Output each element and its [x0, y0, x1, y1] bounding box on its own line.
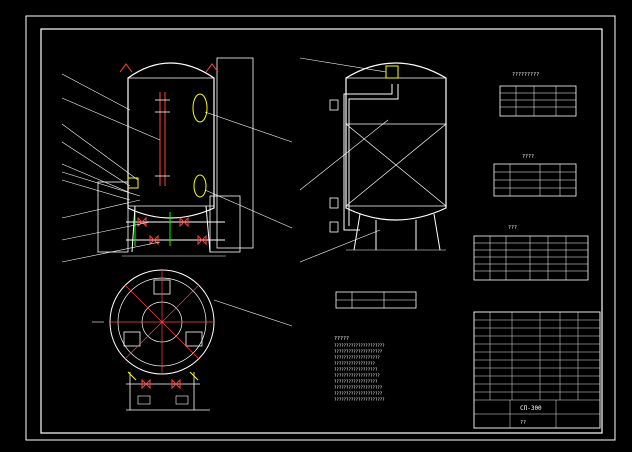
table-heading: ????????? [512, 72, 539, 78]
front-elevation-view [61, 57, 293, 263]
title-block-section: ?? [520, 420, 526, 426]
note-line: ???????????????????? [334, 391, 383, 396]
note-line: ????????????????? [334, 361, 376, 366]
note-line: ???????????????????? [334, 349, 383, 354]
title-block: СП-300 ?? [473, 311, 601, 429]
drawing-frame [25, 15, 616, 441]
table-heading: ???? [522, 154, 534, 160]
plan-view [92, 269, 293, 411]
technical-notes: ????? ????????????????????? ????????????… [334, 336, 385, 402]
nozzle-table-2: ???? [493, 154, 577, 197]
legend-table [335, 291, 417, 309]
note-line: ????????????????????? [334, 397, 385, 402]
parts-list-table: ??? [473, 225, 589, 281]
note-heading: ????? [334, 336, 349, 342]
note-line: ????????????????????? [334, 343, 385, 348]
parts-heading: ??? [508, 225, 517, 231]
note-line: ??????????????????? [334, 355, 380, 360]
note-line: ?????????????????? [334, 367, 378, 372]
nozzle-table-1: ????????? [499, 72, 577, 117]
note-line: ??????????????????? [334, 373, 380, 378]
title-block-code: СП-300 [520, 405, 542, 412]
note-line: ???????????????????? [334, 385, 383, 390]
note-line: ?????????????????? [334, 379, 378, 384]
side-elevation-view [299, 57, 447, 263]
